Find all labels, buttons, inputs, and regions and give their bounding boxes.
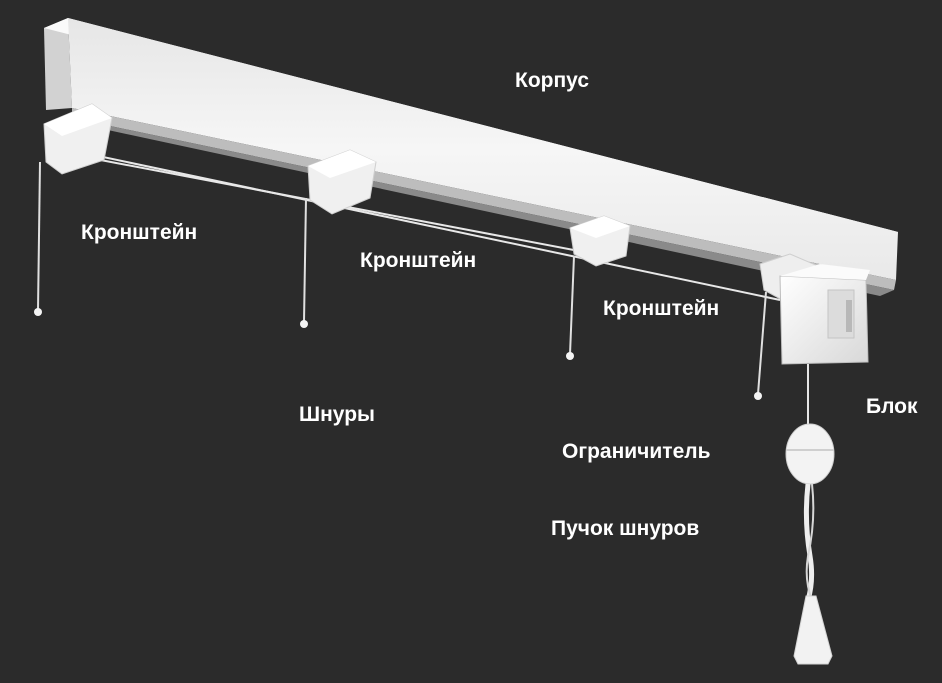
label-bracket-1: Кронштейн bbox=[81, 221, 198, 244]
label-cord-bundle: Пучок шнуров bbox=[551, 517, 700, 540]
label-bracket-3: Кронштейн bbox=[603, 297, 720, 320]
cord-end-beads bbox=[34, 308, 762, 400]
label-block: Блок bbox=[866, 395, 918, 418]
label-cords: Шнуры bbox=[299, 403, 375, 426]
label-limiter: Ограничитель bbox=[562, 440, 711, 463]
label-bracket-2: Кронштейн bbox=[360, 249, 477, 272]
block-shape bbox=[779, 264, 870, 365]
bracket-1-shape bbox=[43, 103, 113, 175]
hanging-cords bbox=[37, 161, 767, 395]
bracket-3-shape bbox=[569, 215, 631, 267]
label-housing: Корпус bbox=[515, 69, 589, 92]
housing-rail bbox=[44, 18, 898, 296]
pull-cord-assembly bbox=[785, 364, 835, 665]
bracket-2-shape bbox=[307, 149, 377, 215]
